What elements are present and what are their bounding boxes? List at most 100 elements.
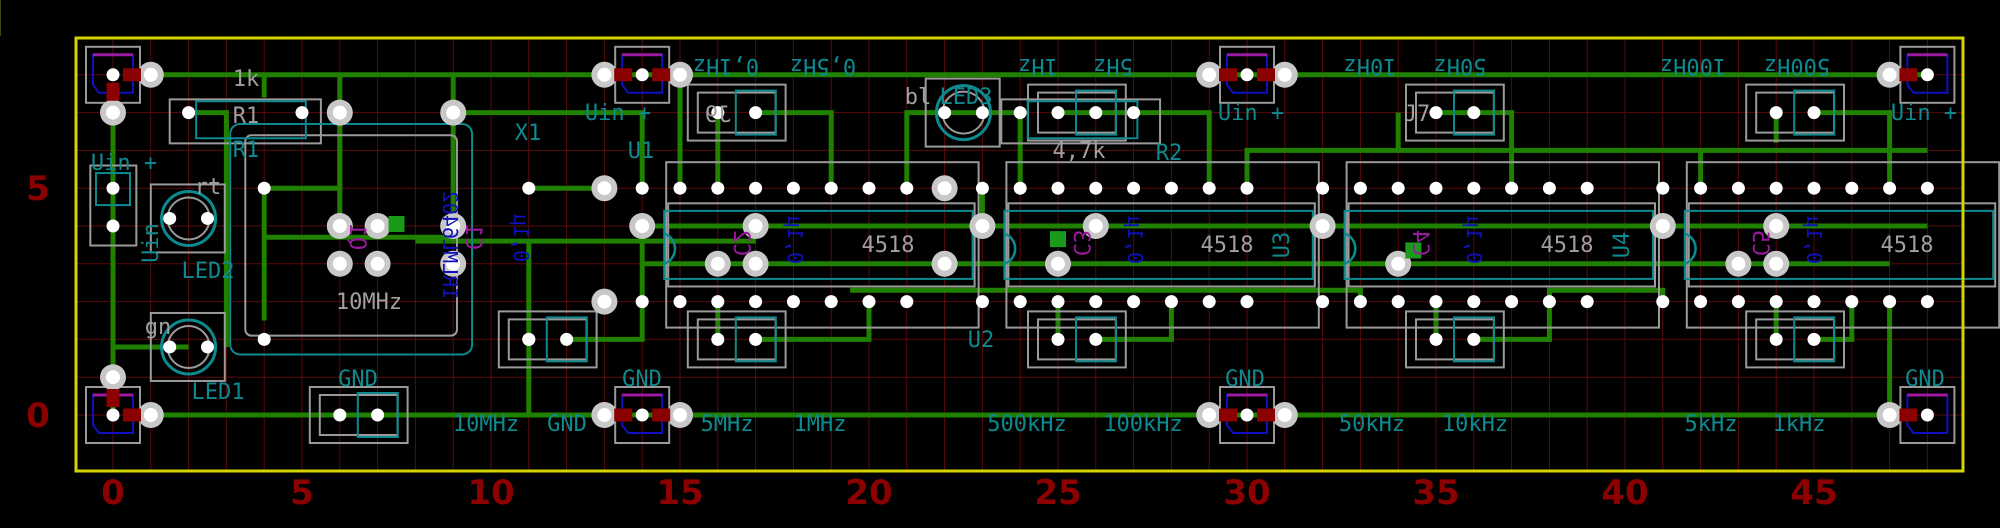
pad	[1467, 332, 1481, 346]
pad	[749, 332, 763, 346]
via	[937, 181, 952, 196]
c2-value: 0,1µ	[783, 216, 807, 264]
led2-color: rt	[195, 175, 222, 200]
pad	[938, 106, 952, 120]
pad	[522, 181, 536, 195]
ic-pin	[1845, 295, 1859, 309]
via	[446, 105, 461, 120]
track	[453, 110, 645, 189]
pad	[1240, 68, 1254, 82]
u2-value: 4518	[1201, 233, 1254, 258]
jumper-courtyard	[1745, 83, 1845, 142]
u3-courtyard	[1345, 161, 1660, 329]
pad	[106, 219, 120, 233]
bottom-freq-label: GND	[547, 412, 587, 437]
pad	[1429, 332, 1443, 346]
ic-pin	[635, 295, 649, 309]
via	[1655, 219, 1670, 233]
via	[332, 219, 347, 233]
led3-color: bl	[905, 85, 932, 110]
uin-connector-pin1-box	[94, 172, 131, 207]
x1-ref: X1	[515, 121, 542, 146]
pad	[163, 340, 177, 354]
c1-value: 0,1µ	[509, 214, 533, 262]
via	[975, 219, 990, 233]
ic-pin	[900, 181, 914, 195]
pad	[1807, 106, 1821, 120]
via	[748, 219, 763, 233]
pad	[106, 68, 120, 82]
via	[143, 67, 158, 82]
via	[1202, 67, 1217, 82]
jumper-courtyard	[1745, 310, 1845, 369]
ic-pin	[1467, 295, 1481, 309]
bottom-freq-label: 10MHz	[453, 412, 519, 437]
led2-courtyard	[149, 183, 226, 254]
via	[332, 256, 347, 271]
jumper-courtyard	[497, 310, 598, 369]
x-axis-label: 0	[101, 473, 125, 513]
top-freq-label: 10Hz	[1344, 53, 1397, 78]
jumper-silk-outline	[1075, 316, 1117, 363]
ic-pin	[1467, 181, 1481, 195]
x-axis-label: 5	[290, 473, 314, 513]
via	[597, 294, 612, 309]
bottom-freq-label: 1MHz	[794, 412, 847, 437]
jumper-silk-outline	[1793, 89, 1836, 136]
smd-cap-pad	[388, 216, 405, 232]
via	[673, 67, 687, 82]
ic-pin	[635, 181, 649, 195]
text-labels: 1k R1 R1 Uin + Uin + Uin + Uin + Uin rt …	[91, 53, 1957, 437]
track	[904, 110, 1023, 189]
ic-pin	[1089, 295, 1103, 309]
u4-fab-outline	[1687, 202, 1997, 288]
pad	[257, 332, 271, 346]
top-freq-label: 0,5Hz	[790, 53, 856, 78]
q1-value: IRLML6402	[438, 191, 462, 299]
ic-pin	[1542, 181, 1556, 195]
ic-pin	[1580, 295, 1594, 309]
pad	[1089, 106, 1103, 120]
pad	[1769, 106, 1783, 120]
led3-ref: LED3	[940, 85, 993, 110]
ic-pin	[1769, 181, 1783, 195]
x-axis-label: 25	[1034, 473, 1081, 513]
via	[597, 181, 612, 196]
ic-pin	[1580, 181, 1594, 195]
led1-color: gn	[145, 315, 172, 340]
ic-pin	[1883, 181, 1897, 195]
ic-pin	[1202, 295, 1216, 309]
u2-ref: U2	[968, 328, 995, 353]
via	[446, 256, 461, 271]
q1-ref: Q1	[344, 224, 369, 251]
via	[748, 256, 763, 271]
ic-pin	[1807, 295, 1821, 309]
pad	[371, 408, 385, 422]
uin-plus-label: Uin +	[585, 101, 651, 126]
jumper-silk-outline	[1075, 89, 1117, 136]
j7-ref: J7	[1404, 102, 1431, 127]
ic-pin	[1845, 181, 1859, 195]
r1-value: 1k	[233, 67, 260, 92]
pad	[711, 332, 725, 346]
pad	[1807, 332, 1821, 346]
via	[446, 219, 461, 233]
bottom-freq-label: 100kHz	[1103, 412, 1182, 437]
jumper-silk-outline	[545, 316, 588, 363]
uin-plus-label: Uin +	[1891, 101, 1957, 126]
x-axis-label: 40	[1601, 473, 1648, 513]
ic-pin	[1505, 181, 1519, 195]
r2-silk-outline	[1026, 100, 1139, 140]
jumper-courtyard	[1027, 310, 1127, 369]
led1-ref: LED1	[192, 380, 245, 405]
u4-notch	[1684, 232, 1697, 265]
ic-pin	[824, 181, 838, 195]
track	[755, 301, 872, 342]
pad	[1240, 408, 1254, 422]
via	[597, 408, 612, 422]
jumper-silk-outline	[356, 392, 399, 438]
top-freq-label: 0,1Hz	[693, 53, 759, 78]
via	[332, 105, 347, 120]
track	[850, 287, 1363, 302]
